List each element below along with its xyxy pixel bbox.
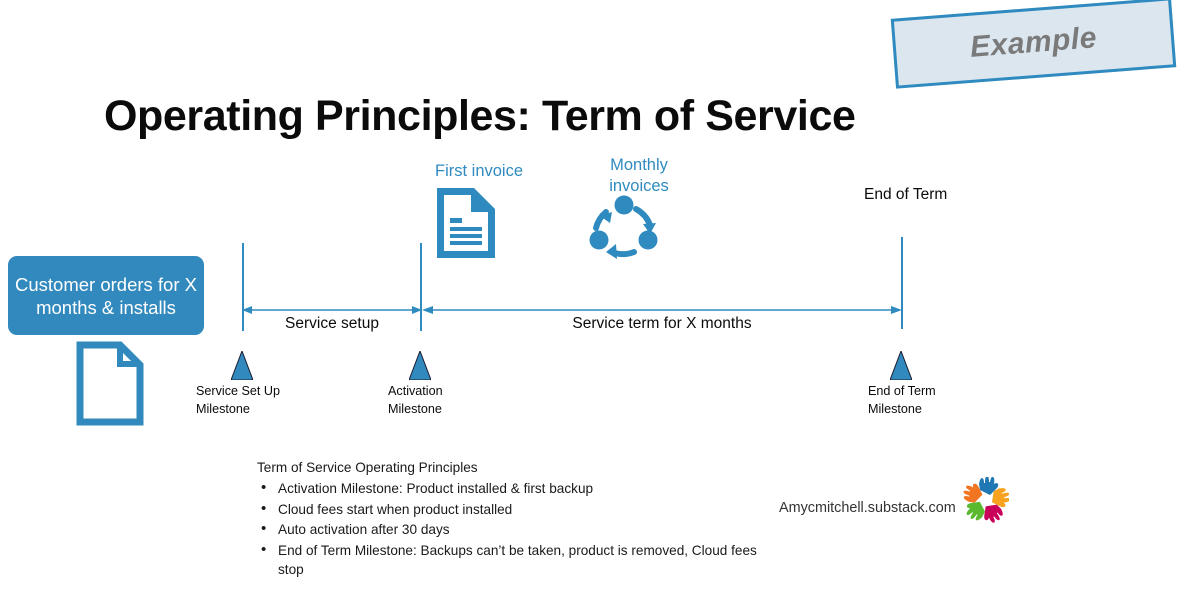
milestone-label-line1: Service Set Up	[196, 384, 280, 398]
invoice-document-icon	[437, 188, 495, 258]
example-badge: Example	[890, 0, 1177, 89]
notes-heading: Term of Service Operating Principles	[257, 460, 478, 475]
customer-orders-box: Customer orders for X months & installs	[8, 256, 204, 335]
hands-logo-icon	[963, 477, 1009, 523]
milestone-activation-label: Activation Milestone	[388, 383, 443, 418]
footer-credit-text: Amycmitchell.substack.com	[779, 500, 956, 516]
milestone-triangle-icon	[890, 351, 912, 380]
milestone-label-line1: End of Term	[868, 384, 936, 398]
milestone-label-line1: Activation	[388, 384, 443, 398]
milestone-service-set-up-label: Service Set Up Milestone	[196, 383, 280, 418]
service-setup-span-label: Service setup	[285, 315, 379, 332]
end-of-term-label: End of Term	[864, 186, 948, 203]
customer-orders-label: Customer orders for X months & installs	[15, 273, 197, 318]
list-item: End of Term Milestone: Backups can’t be …	[257, 540, 757, 580]
milestone-label-line2: Milestone	[868, 401, 922, 416]
recurring-cycle-icon	[589, 195, 658, 259]
milestone-triangle-icon	[409, 351, 431, 380]
notes-block: Term of Service Operating Principles Act…	[257, 458, 757, 580]
milestone-triangle-icon	[231, 351, 253, 380]
milestone-label-line2: Milestone	[196, 401, 250, 416]
list-item: Cloud fees start when product installed	[257, 499, 757, 519]
milestone-label-line2: Milestone	[388, 401, 442, 416]
milestone-end-of-term-label: End of Term Milestone	[868, 383, 936, 418]
first-invoice-label: First invoice	[435, 162, 524, 180]
service-term-span-arrow	[422, 306, 902, 314]
timeline-gridline-setup	[242, 243, 244, 331]
service-setup-span-arrow	[242, 306, 422, 314]
example-badge-label: Example	[968, 21, 1098, 64]
notes-bullet-list: Activation Milestone: Product installed …	[257, 478, 757, 580]
timeline-gridline-activation	[420, 243, 422, 331]
monthly-invoices-label: Monthly invoices	[609, 156, 669, 195]
list-item: Auto activation after 30 days	[257, 519, 757, 539]
service-term-span-label: Service term for X months	[572, 315, 752, 332]
list-item: Activation Milestone: Product installed …	[257, 478, 757, 498]
timeline-gridline-end-of-term	[901, 237, 903, 329]
page-title: Operating Principles: Term of Service	[104, 92, 856, 140]
document-outline-icon	[76, 341, 144, 426]
